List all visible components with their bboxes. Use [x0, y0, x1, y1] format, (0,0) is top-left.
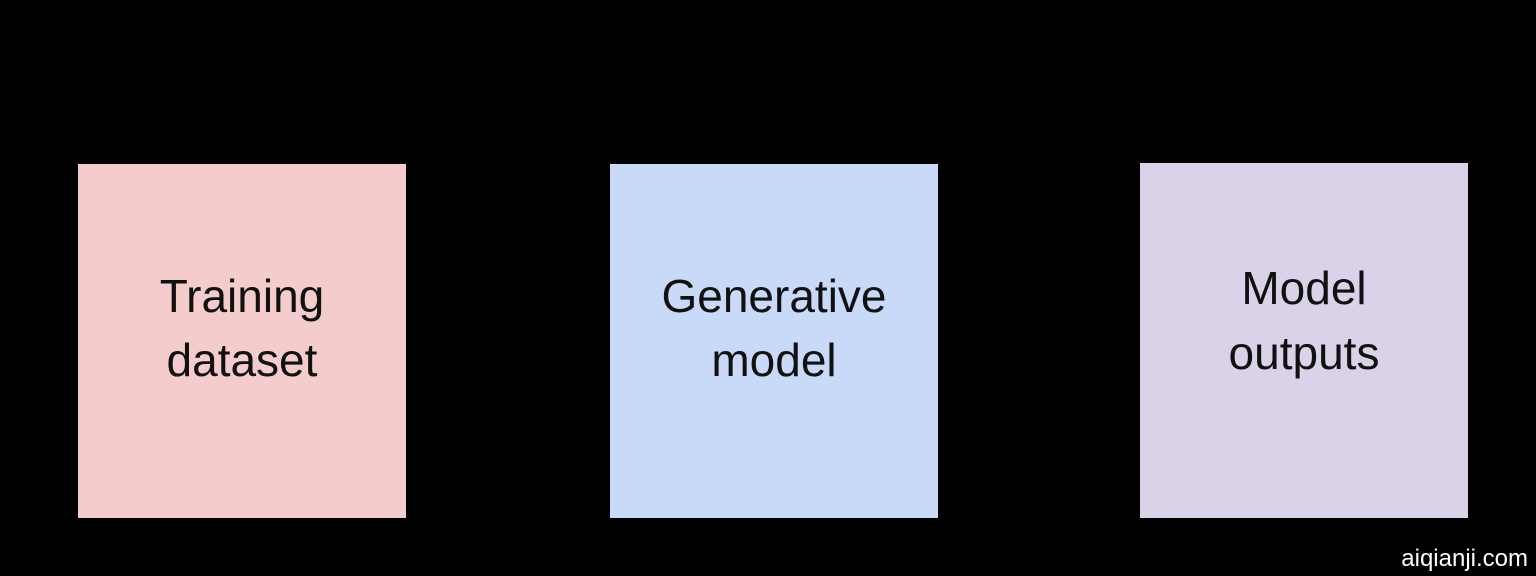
generative-model-label: Generative model	[661, 269, 887, 386]
generative-model-box: Generative model	[610, 164, 938, 518]
training-dataset-box: Training dataset	[78, 164, 406, 518]
model-outputs-box: Model outputs	[1140, 163, 1468, 518]
model-outputs-label: Model outputs	[1228, 262, 1380, 379]
training-dataset-label: Training dataset	[159, 269, 325, 386]
watermark-text: aiqianji.com	[1401, 544, 1528, 572]
